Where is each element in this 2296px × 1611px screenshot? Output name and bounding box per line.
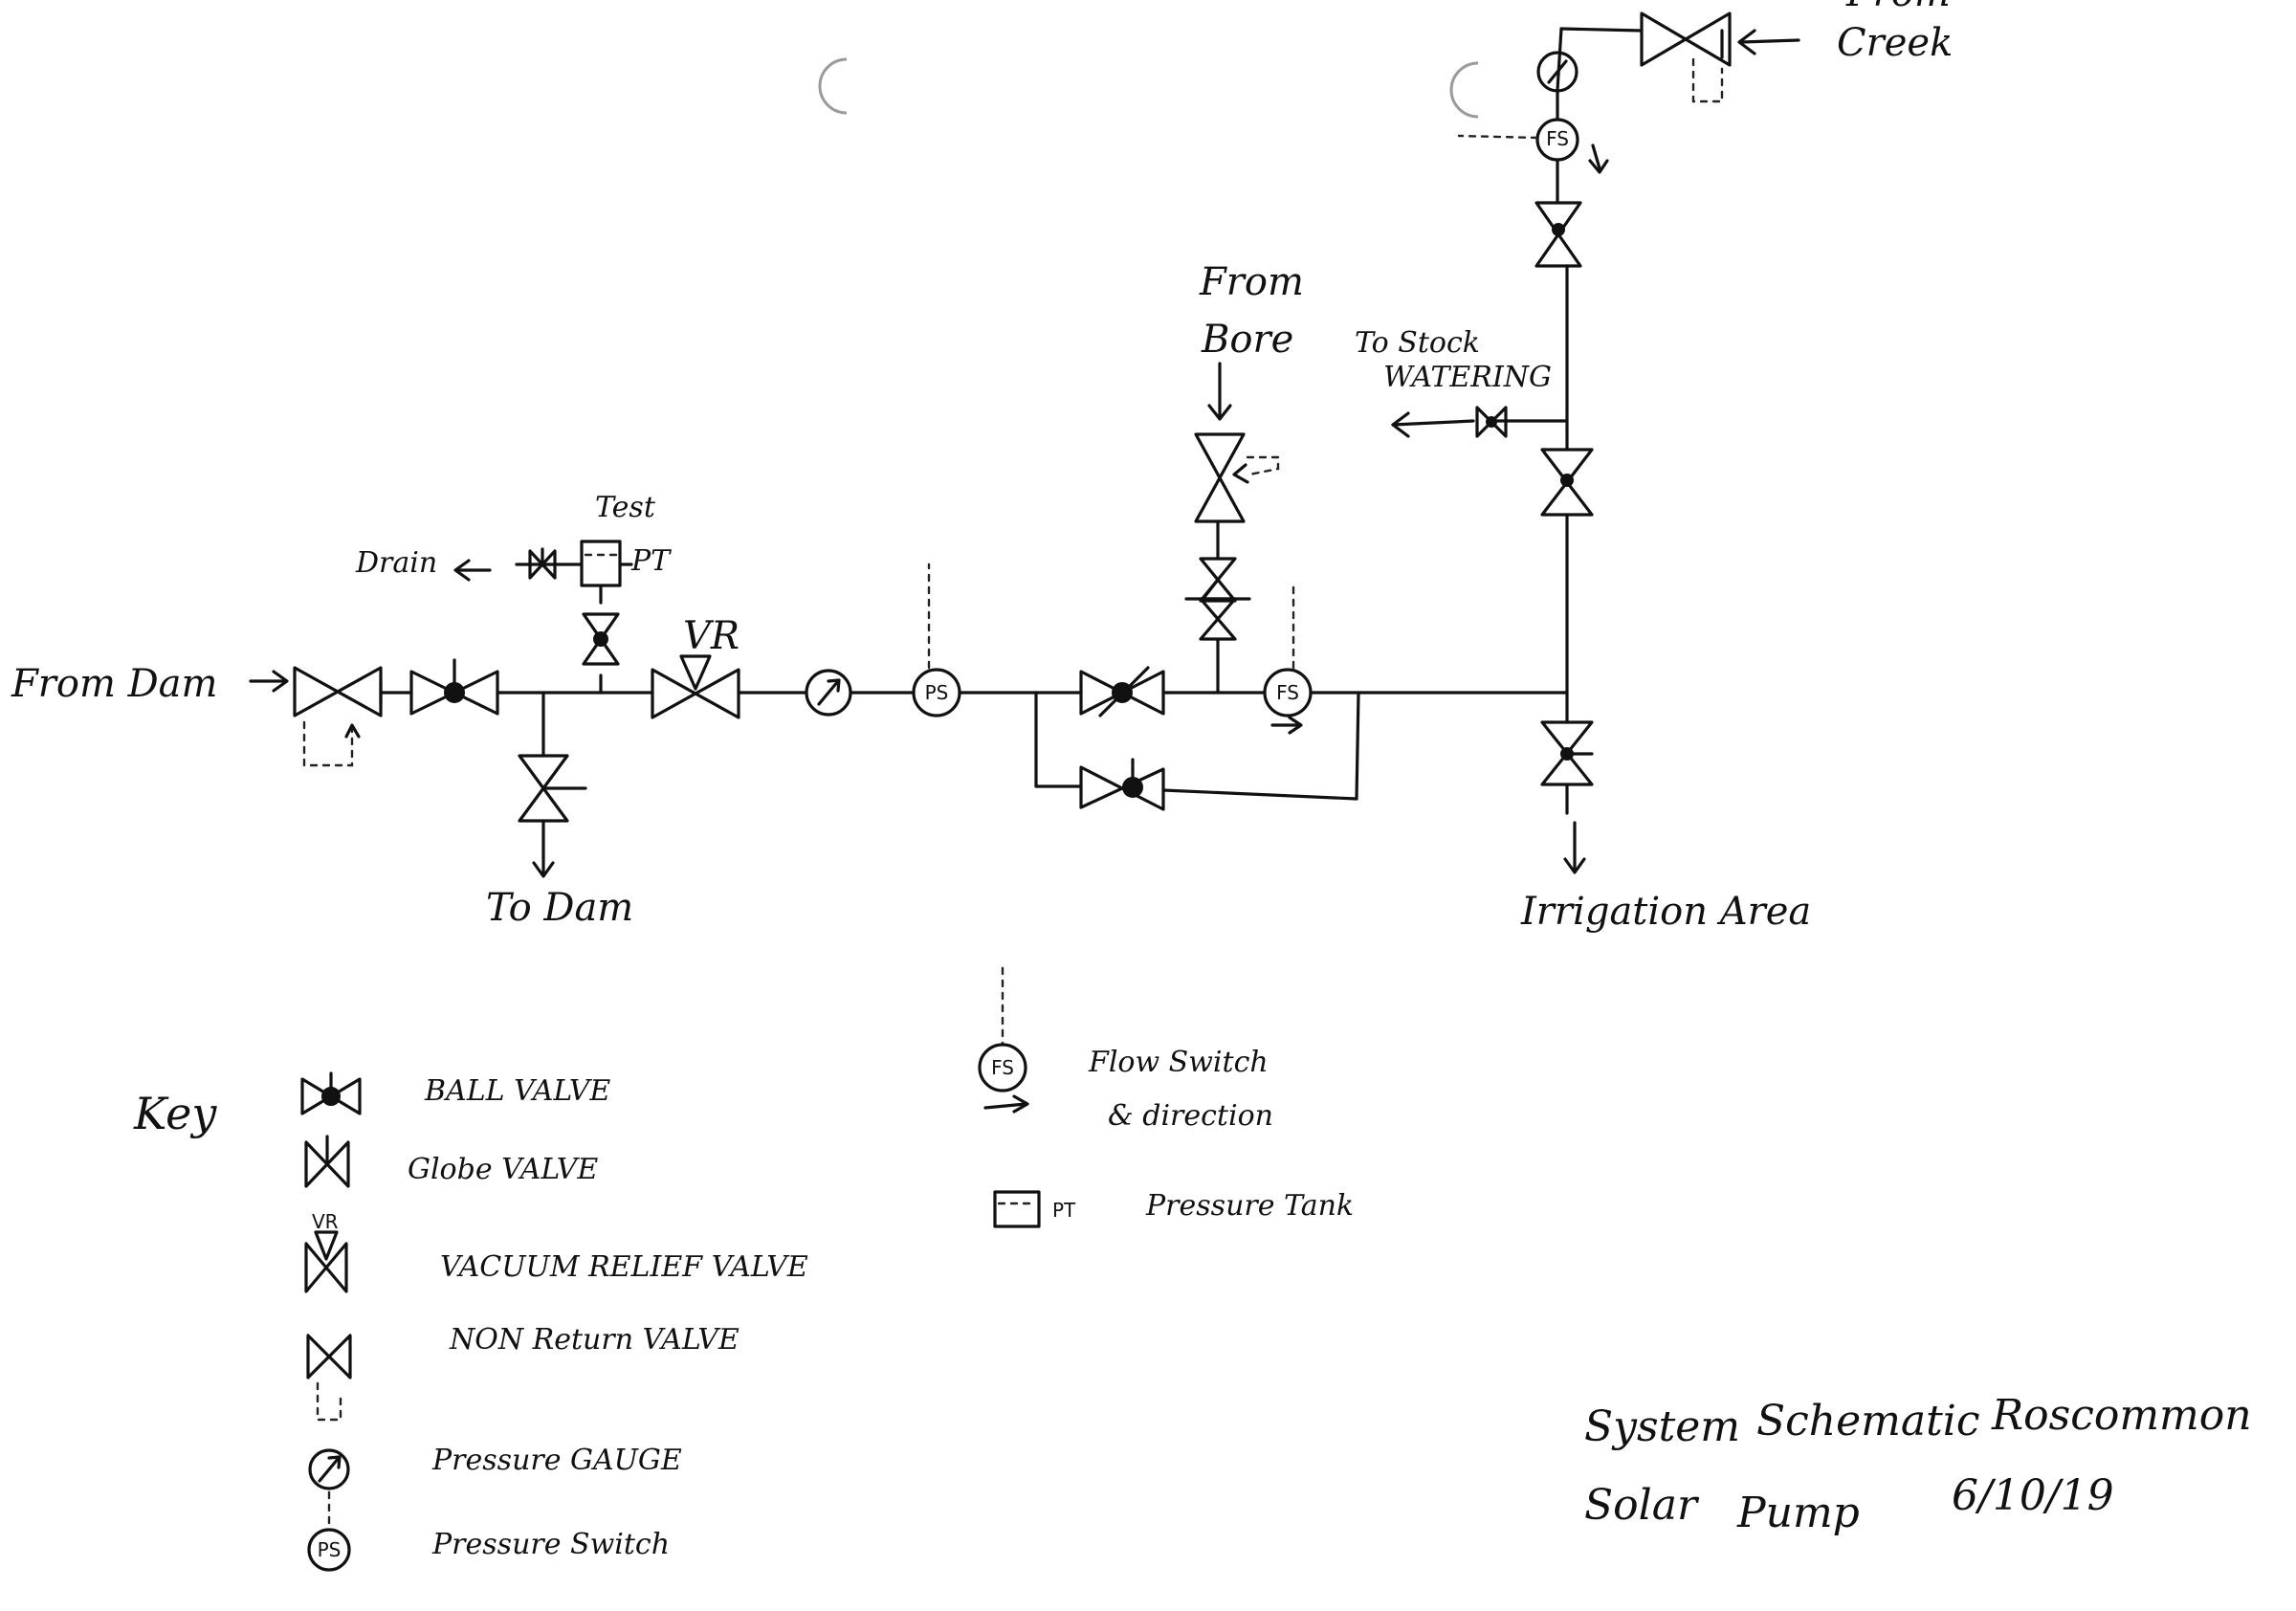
to-dam-arrow [532,840,555,878]
legend-pressure-gauge-symbol [308,1448,350,1490]
legend-ball-valve-symbol [300,1071,362,1115]
non-return-valve-from-dam [293,666,383,767]
binder-hole-right [1449,61,1479,119]
label-to-stock-line2: WATERING [1383,361,1552,394]
flow-switch-creek-symbol: FS [1546,127,1569,150]
label-from-dam: From Dam [11,662,217,706]
globe-valve-bore [1184,557,1251,603]
label-from-creek-top: From [1845,0,1951,15]
pressure-switch-symbol: PS [925,681,949,704]
title-system: System [1584,1402,1740,1451]
globe-valve-riser-upper [1540,448,1594,517]
legend-pressure-switch-symbol: PS [307,1490,351,1572]
to-stock-arrow [1391,411,1475,438]
vacuum-relief-valve [651,654,740,719]
legend-globe-valve-label: Globe VALVE [408,1153,598,1186]
drain-arrow [453,559,492,582]
label-test: Test [595,491,656,524]
title-pump: Pump [1736,1489,1860,1537]
title-schematic: Schematic [1756,1397,1980,1445]
legend-pressure-switch-label: Pressure Switch [431,1528,670,1561]
from-creek-arrow [1737,29,1800,55]
title-block: System Schematic Roscommon Solar Pump 6/… [1584,1391,2252,1537]
title-solar: Solar [1584,1481,1700,1530]
legend-vacuum-relief-symbol [304,1230,348,1293]
flow-switch-creek: FS [1457,118,1609,174]
label-to-stock-line1: To Stock [1355,326,1480,360]
pressure-switch: PS [912,563,961,717]
ball-valve-bore [1199,597,1237,641]
legend-pressure-tank-symbol [993,1190,1041,1228]
legend-vacuum-relief-label: VACUUM RELIEF VALVE [440,1250,808,1284]
title-roscommon: Roscommon [1991,1391,2252,1440]
label-from-creek: Creek [1837,21,1953,65]
from-bore-arrow [1207,362,1232,421]
flow-switch-symbol: FS [1276,681,1299,704]
legend: Key BALL VALVE Globe VALVE VR VACUUM REL… [133,966,1354,1572]
from-dam-arrow [249,670,289,693]
legend-title: Key [133,1088,217,1139]
legend-flow-switch-label2: & direction [1108,1099,1273,1133]
irrigation-arrow [1563,821,1586,874]
label-drain: Drain [355,546,437,580]
ball-valve-creek [1534,201,1582,268]
non-return-valve-bore [1194,432,1280,523]
globe-valve-irrigation [1540,720,1594,786]
legend-pressure-tank-label: Pressure Tank [1145,1189,1354,1223]
legend-flow-switch-symbol: FS [978,966,1029,1114]
legend-fs-symbol: FS [991,1056,1014,1079]
legend-ball-valve-label: BALL VALVE [424,1074,610,1108]
ball-valve-drain [515,547,584,580]
label-from-bore-line2: Bore [1201,318,1293,362]
main-pipework [379,27,1644,844]
globe-valve-to-dam [518,754,587,823]
legend-ps-symbol: PS [318,1538,342,1561]
pressure-gauge [805,669,852,717]
non-return-valve-creek [1640,11,1732,103]
legend-flow-switch-label1: Flow Switch [1088,1046,1269,1079]
ball-valve-dam-inlet [379,658,499,716]
legend-vr-symbol: VR [312,1210,339,1233]
label-vr: VR [683,614,740,658]
flow-switch: FS [1263,584,1313,735]
ball-valve-bypass [1079,758,1165,811]
ball-valve-pressure-tank [582,612,620,666]
label-irrigation-area: Irrigation Area [1520,890,1811,934]
title-date: 6/10/19 [1952,1471,2114,1520]
label-from-bore-line1: From [1199,260,1304,304]
legend-pressure-gauge-label: Pressure GAUGE [431,1444,682,1477]
pressure-tank [580,540,633,587]
label-pt: PT [630,544,672,578]
pressure-gauge-creek [1536,51,1578,93]
legend-globe-valve-symbol [304,1135,350,1188]
label-to-dam: To Dam [486,886,633,930]
ball-valve-main-line [1079,666,1165,717]
legend-non-return-label: NON Return VALVE [449,1323,740,1357]
legend-pt-symbol: PT [1052,1199,1076,1222]
binder-hole-left [818,57,848,115]
ball-valve-stock-watering [1475,406,1508,438]
legend-non-return-symbol [306,1334,352,1422]
